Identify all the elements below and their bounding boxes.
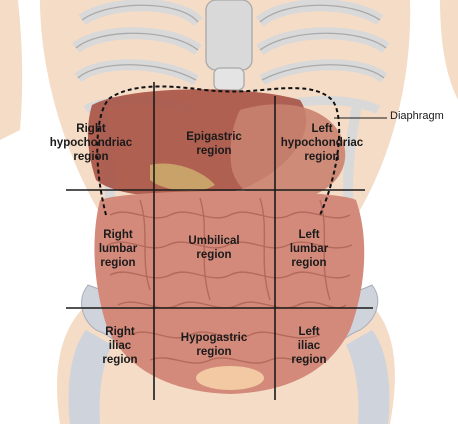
left-hypochondriac-label: Left hypochondriac region [280,123,364,163]
right-femur-shape [68,330,112,424]
diaphragm-label: Diaphragm [390,110,444,122]
left-iliac-label: Left iliac region [291,326,327,366]
left-femur-shape [346,330,390,424]
bladder-shape [196,366,264,390]
region-grid [66,82,373,400]
left-arm-shape [440,0,458,100]
diaphragm-line [96,85,341,216]
umbilical-label: Umbilical region [188,235,240,261]
left-lumbar-label: Left lumbar region [289,229,329,269]
right-lumbar-label: Right lumbar region [98,229,138,269]
right-arm-shape [0,0,23,140]
right-hypochondriac-label: Right hypochondriac region [49,123,133,163]
epigastric-label: Epigastric region [186,131,242,157]
stomach-shape [230,104,346,203]
intestine-coils [107,197,353,364]
hypogastric-label: Hypogastric region [180,332,248,358]
gallbladder-shape [150,163,215,192]
right-iliac-label: Right iliac region [102,326,138,366]
